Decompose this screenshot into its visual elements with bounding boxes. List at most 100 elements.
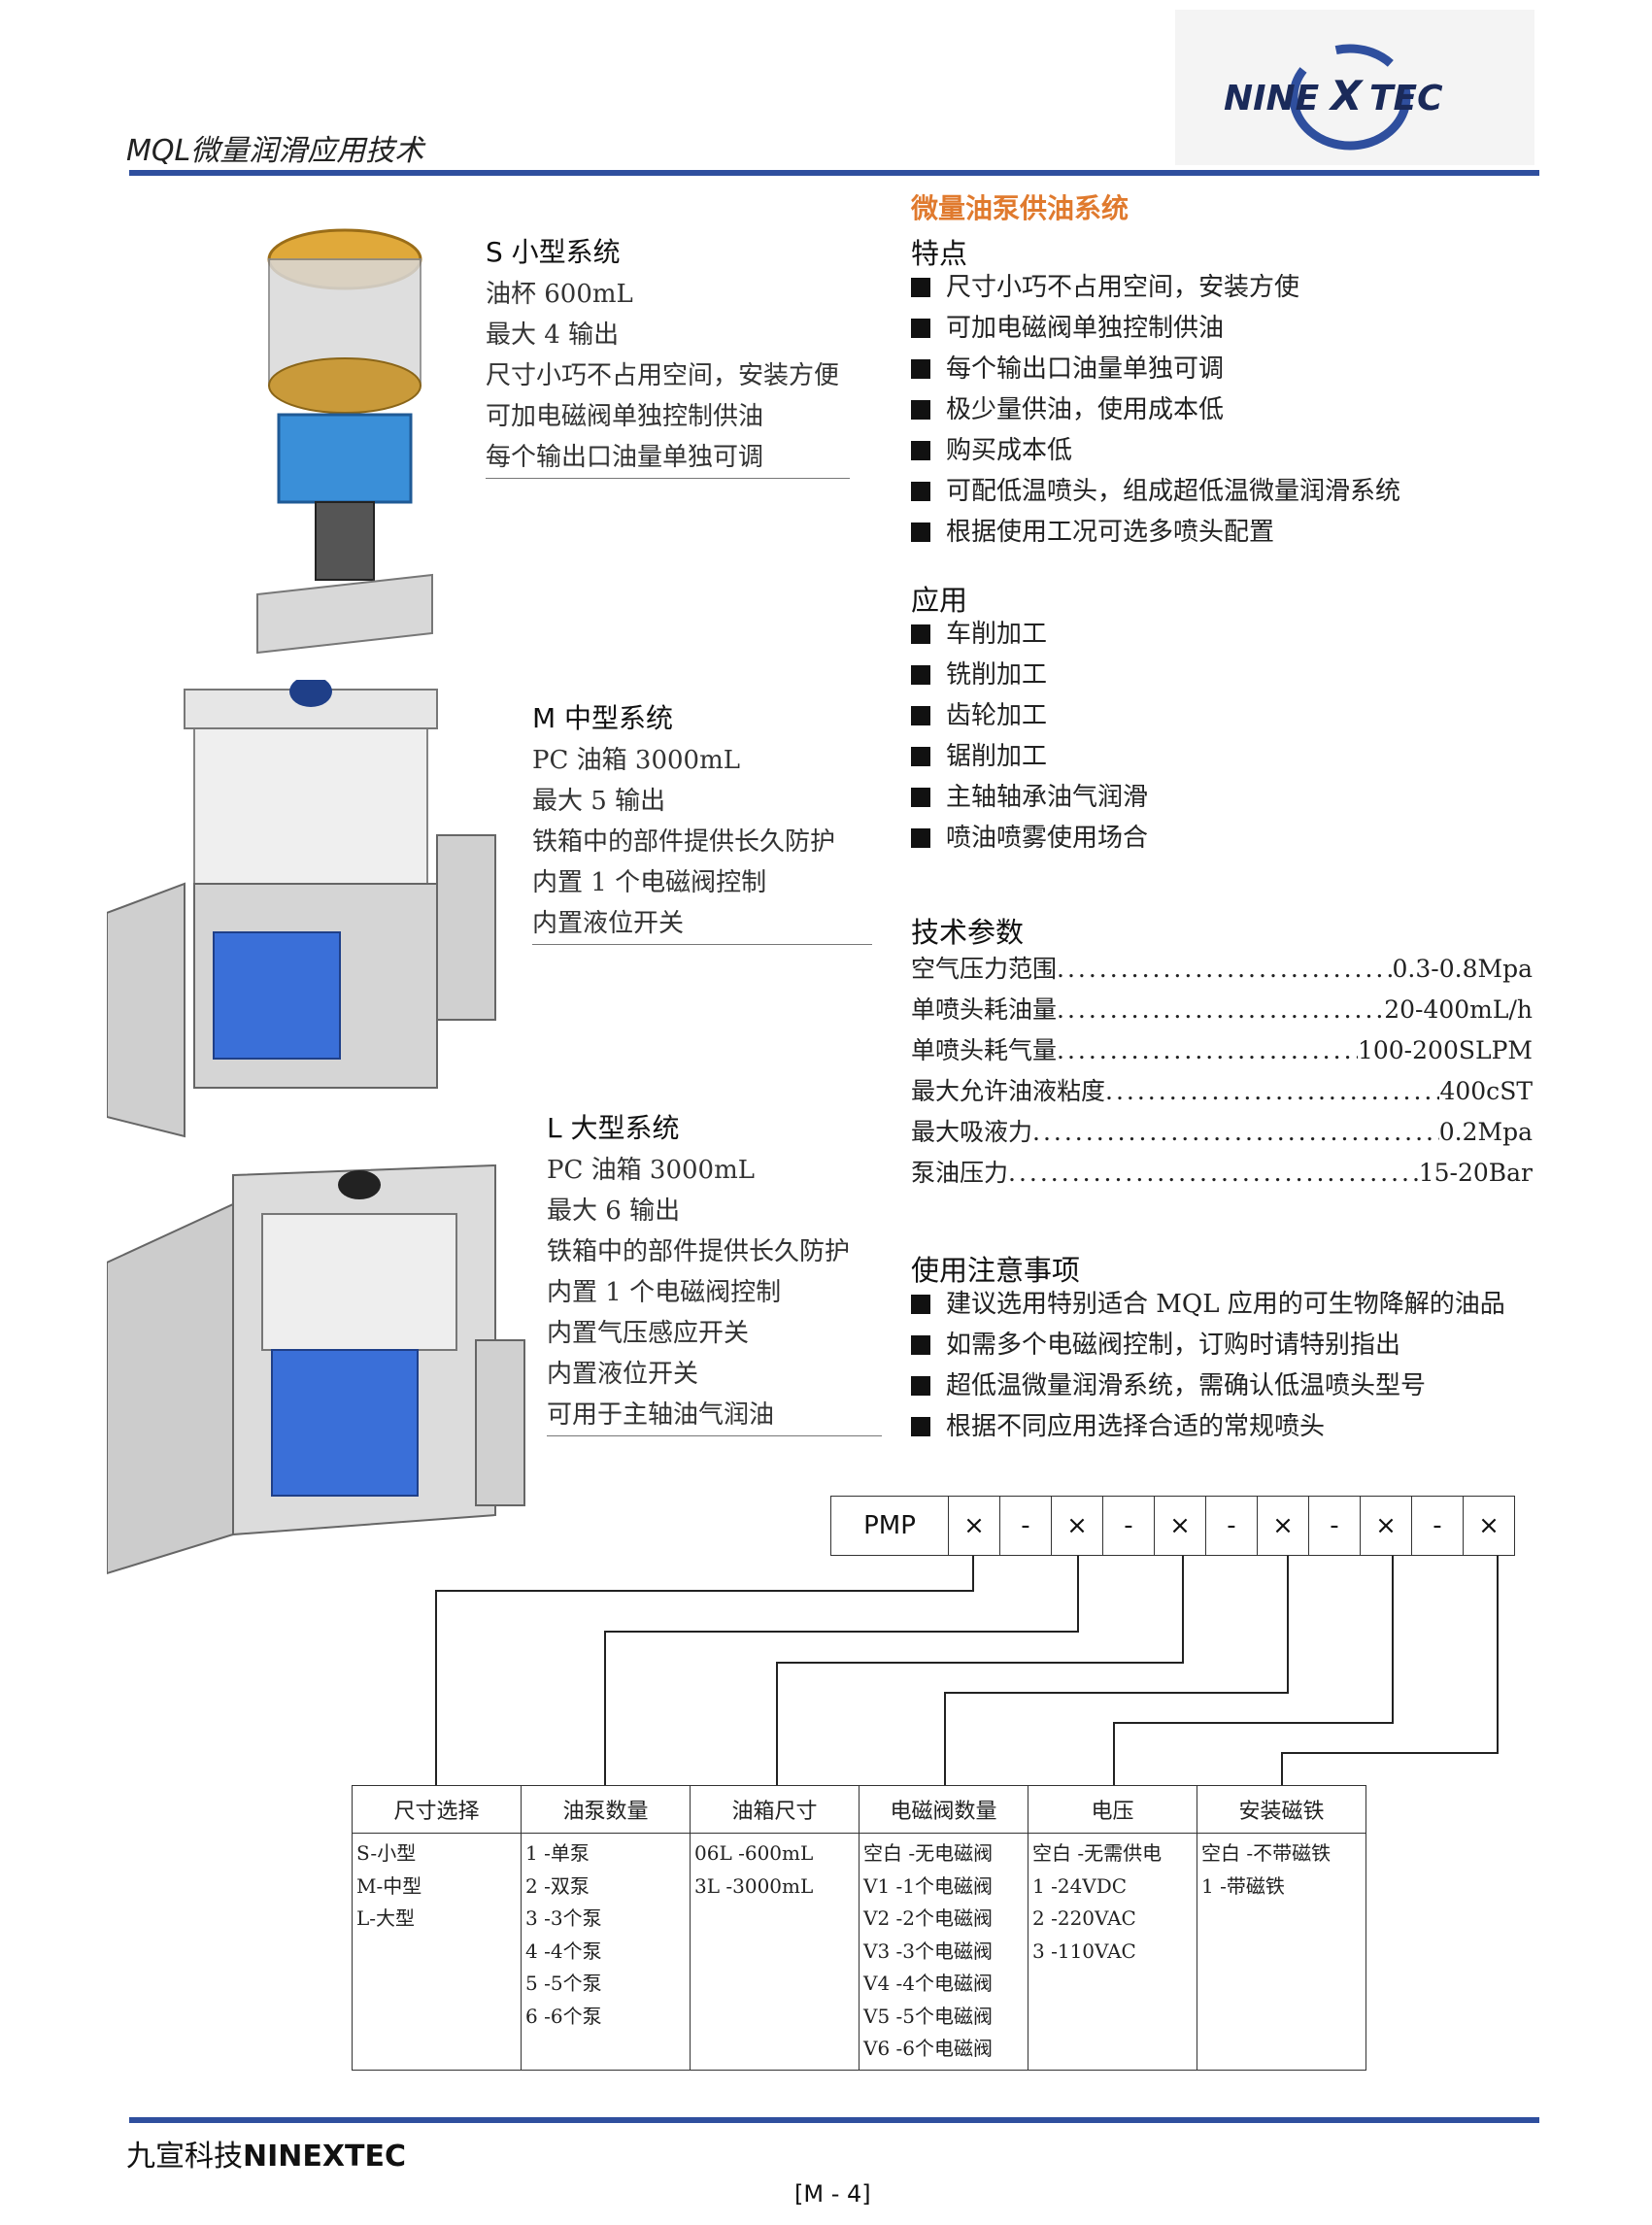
features-heading: 特点 [911,237,968,270]
param-row: 最大允许油液粘度................................… [911,1071,1533,1112]
list-item: 每个输出口油量单独可调 [911,349,1610,389]
param-label: 最大允许油液粘度 [911,1077,1106,1105]
bullet-square-icon [911,706,930,725]
applications-heading: 应用 [911,584,968,617]
table-column: S-小型 M-中型 L-大型 [352,1833,522,2071]
bullet-square-icon [911,1335,930,1355]
table-header: 尺寸选择 [352,1785,522,1834]
s-spec-line: 油杯 600mL [486,280,633,309]
code-slot: × [1052,1497,1103,1555]
list-item: 铣削加工 [911,655,1610,695]
logo-text-nine: NINE [1224,79,1320,118]
s-spec-line: 可加电磁阀单独控制供油 [486,402,764,431]
table-column: 06L -600mL 3L -3000mL [690,1833,860,2071]
param-row: 泵油压力....................................… [911,1153,1533,1194]
m-spec-line: 内置液位开关 [532,903,872,945]
ninextec-logo: NINE X TEC [1175,10,1534,165]
header-rule [129,170,1539,176]
table-column: 空白 -无电磁阀 V1 -1个电磁阀 V2 -2个电磁阀 V3 -3个电磁阀 V… [859,1833,1028,2071]
s-spec-line: 尺寸小巧不占用空间，安装方便 [486,361,840,390]
param-row: 空气压力范围..................................… [911,949,1533,990]
param-value: 0.2Mpa [1438,1118,1533,1146]
page-number: [M - 4] [794,2180,871,2208]
bullet-square-icon [911,359,930,379]
code-dash: - [1206,1497,1258,1555]
param-label: 最大吸液力 [911,1118,1033,1146]
code-dash: - [1412,1497,1464,1555]
list-item: 建议选用特别适合 MQL 应用的可生物降解的油品 [911,1284,1630,1325]
l-spec-line: 内置 1 个电磁阀控制 [547,1278,782,1307]
bullet-square-icon [911,1376,930,1396]
bullet-square-icon [911,747,930,766]
l-spec-line: 铁箱中的部件提供长久防护 [547,1237,851,1266]
l-spec-line: 可用于主轴油气润油 [547,1395,882,1436]
table-column: 空白 -无需供电 1 -24VDC 2 -220VAC 3 -110VAC [1028,1833,1197,2071]
code-slot: × [1361,1497,1412,1555]
footer-rule [129,2117,1539,2123]
section-title: 微量油泵供油系统 [911,192,1129,224]
m-spec-line: 铁箱中的部件提供长久防护 [532,827,836,857]
param-row: 最大吸液力...................................… [911,1112,1533,1153]
table-header: 电磁阀数量 [859,1785,1028,1834]
connector-line [604,1556,1079,1785]
list-item: 可配低温喷头，组成超低温微量润滑系统 [911,471,1610,512]
l-system-specs: L 大型系统 PC 油箱 3000mL 最大 6 输出 铁箱中的部件提供长久防护… [547,1107,882,1436]
footer-company-cn: 九宣科技 [126,2140,243,2174]
list-item: 尺寸小巧不占用空间，安装方使 [911,267,1610,308]
code-prefix: PMP [831,1497,949,1555]
bullet-square-icon [911,828,930,848]
footer-company-en: NINEXTEC [243,2140,406,2174]
l-spec-line: 内置液位开关 [547,1360,699,1389]
s-spec-line: 最大 4 输出 [486,320,620,350]
logo-text-tec: TEC [1369,79,1443,118]
notes-heading: 使用注意事项 [911,1254,1081,1287]
list-item: 极少量供油，使用成本低 [911,389,1610,430]
logo-text-x: X [1328,72,1365,119]
l-system-image [107,1163,525,1575]
table-header: 安装磁铁 [1197,1785,1366,1834]
param-row: 单喷头耗油量..................................… [911,990,1533,1030]
m-system-title: M 中型系统 [532,702,674,734]
bullet-square-icon [911,523,930,542]
list-item: 根据使用工况可选多喷头配置 [911,512,1610,553]
code-slot: × [1155,1497,1206,1555]
features-list: 尺寸小巧不占用空间，安装方使 可加电磁阀单独控制供油 每个输出口油量单独可调 极… [911,267,1610,553]
code-slot: × [1478,1511,1500,1540]
params-list: 空气压力范围..................................… [911,949,1533,1194]
param-value: 400cST [1439,1077,1533,1105]
list-item: 锯削加工 [911,736,1610,777]
param-label: 单喷头耗气量 [911,1036,1058,1064]
connector-line [1113,1556,1394,1785]
param-value: 100-200SLPM [1357,1036,1533,1064]
m-system-image [107,680,496,1138]
m-system-specs: M 中型系统 PC 油箱 3000mL 最大 5 输出 铁箱中的部件提供长久防护… [532,697,872,945]
document-title: MQL微量润滑应用技术 [126,134,424,168]
list-item: 根据不同应用选择合适的常规喷头 [911,1406,1630,1447]
connector-line [944,1556,1289,1785]
s-system-title: S 小型系统 [486,236,621,268]
l-spec-line: PC 油箱 3000mL [547,1156,756,1185]
s-spec-line: 每个输出口油量单独可调 [486,437,850,479]
param-row: 单喷头耗气量..................................… [911,1030,1533,1071]
list-item: 如需多个电磁阀控制，订购时请特别指出 [911,1325,1630,1365]
options-table: 尺寸选择 油泵数量 油箱尺寸 电磁阀数量 电压 安装磁铁 S-小型 M-中型 L… [352,1785,1366,2071]
bullet-square-icon [911,441,930,460]
code-slot: × [949,1497,1000,1555]
s-system-specs: S 小型系统 油杯 600mL 最大 4 输出 尺寸小巧不占用空间，安装方便 可… [486,231,850,479]
list-item: 超低温微量润滑系统，需确认低温喷头型号 [911,1365,1630,1406]
code-dash: - [1309,1497,1361,1555]
bullet-square-icon [911,1417,930,1436]
bullet-square-icon [911,665,930,685]
code-slot: × [1258,1497,1309,1555]
table-column: 1 -单泵 2 -双泵 3 -3个泵 4 -4个泵 5 -5个泵 6 -6个泵 [521,1833,691,2071]
table-header: 油箱尺寸 [690,1785,860,1834]
param-label: 空气压力范围 [911,955,1058,983]
bullet-square-icon [911,1295,930,1314]
param-label: 单喷头耗油量 [911,995,1058,1024]
m-spec-line: 内置 1 个电磁阀控制 [532,868,767,897]
connector-line [1281,1556,1499,1785]
list-item: 主轴轴承油气润滑 [911,777,1610,818]
table-header: 油泵数量 [521,1785,691,1834]
bullet-square-icon [911,319,930,338]
l-spec-line: 内置气压感应开关 [547,1319,750,1348]
